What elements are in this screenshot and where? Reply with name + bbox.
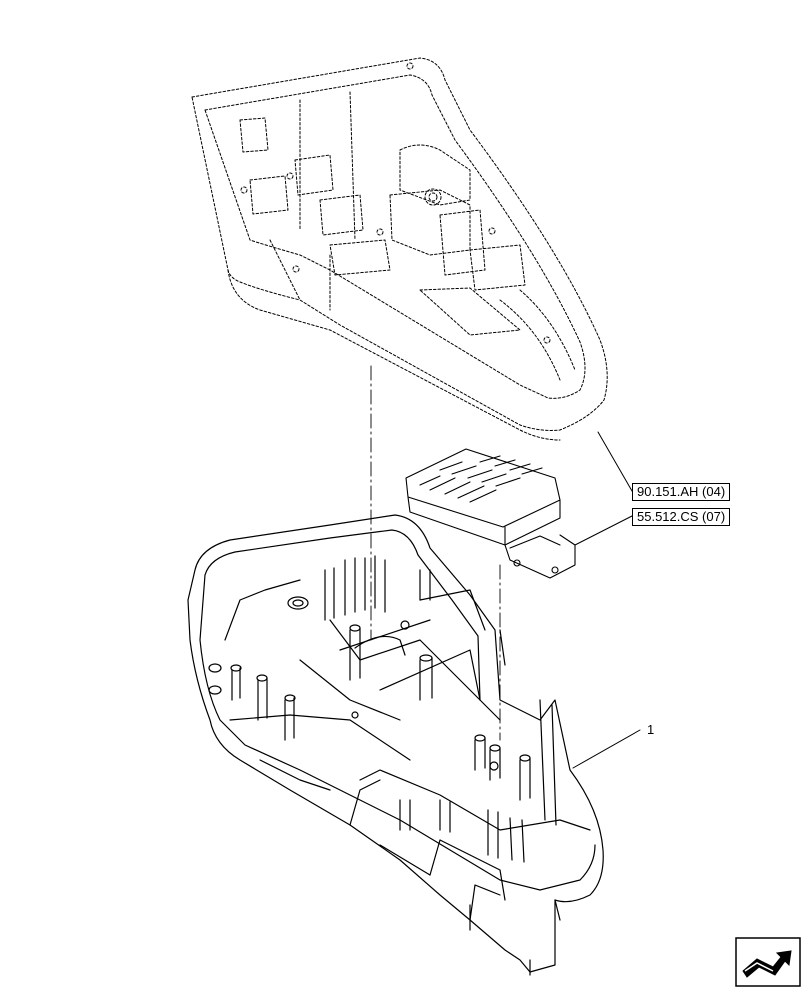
center-line [370, 365, 501, 741]
upper-housing-phantom [191, 57, 608, 441]
callout-item-1: 1 [647, 722, 655, 737]
leader-lines [572, 431, 641, 769]
electronic-module [405, 448, 576, 579]
next-page-arrow-icon[interactable] [735, 937, 801, 987]
reference-label-55-512-cs[interactable]: 55.512.CS (07) [632, 508, 731, 526]
lower-housing [187, 514, 604, 976]
reference-label-90-151-ah[interactable]: 90.151.AH (04) [632, 483, 731, 501]
